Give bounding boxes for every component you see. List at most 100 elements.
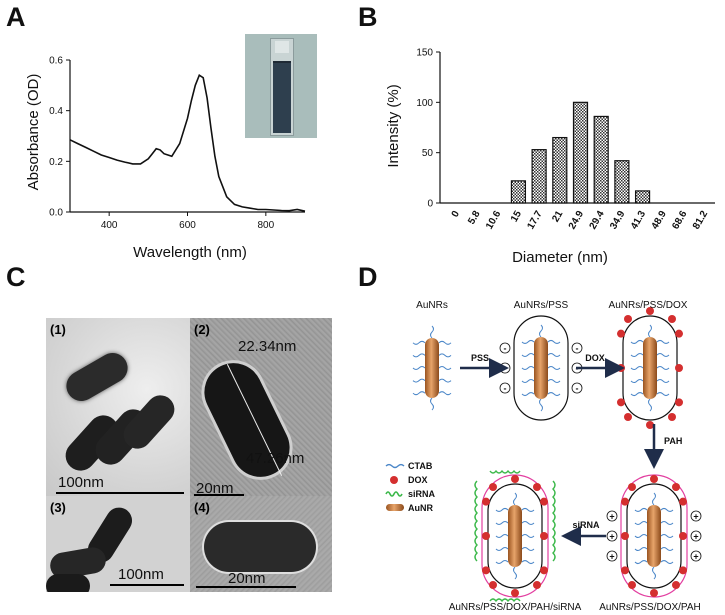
dox-molecule xyxy=(482,497,490,506)
ctab-chain xyxy=(495,520,509,525)
chartB-ytick-label: 50 xyxy=(422,148,434,159)
charge-marker xyxy=(690,530,702,542)
dox-molecule xyxy=(650,589,658,597)
charge-sign: + xyxy=(693,512,698,522)
ctab-chain xyxy=(521,392,535,397)
charge-sign: - xyxy=(504,364,507,374)
chartB-bar xyxy=(614,160,630,204)
gold-nanorod xyxy=(534,337,548,399)
dox-molecule xyxy=(628,483,636,491)
dox-molecule xyxy=(511,475,519,483)
tem-scale-bar-4 xyxy=(196,586,296,588)
dox-molecule xyxy=(628,581,636,589)
dox-molecule xyxy=(624,315,632,323)
dox-molecule xyxy=(540,532,548,540)
dox-molecule xyxy=(624,413,632,421)
ctab-chain xyxy=(521,520,535,525)
dox-molecule xyxy=(650,475,658,483)
cuvette-photo xyxy=(245,34,317,138)
ctab-chain xyxy=(648,398,652,412)
panel-letter-a: A xyxy=(6,2,26,32)
charge-sign: - xyxy=(504,384,507,394)
ctab-chain xyxy=(495,507,509,512)
chartB-xtick-label: 81.2 xyxy=(691,209,710,232)
dox-molecule xyxy=(540,497,548,506)
arrow-label-dox: DOX xyxy=(585,353,605,363)
dox-molecule xyxy=(668,315,676,323)
dox-molecule xyxy=(679,497,687,506)
dox-molecule xyxy=(621,497,629,506)
ctab-chain xyxy=(412,378,426,383)
panel-letter-c: C xyxy=(6,262,26,292)
polymer-shell xyxy=(626,483,682,589)
charge-sign: + xyxy=(609,552,614,562)
charge-marker xyxy=(571,342,583,354)
dox-molecule xyxy=(482,532,490,540)
tem-scale-bar-2 xyxy=(194,494,244,496)
panel-letter-b: B xyxy=(358,2,378,32)
dox-molecule xyxy=(675,398,683,407)
dox-molecule xyxy=(675,364,683,372)
chartA-ytick-label: 0.4 xyxy=(49,106,63,117)
stage-dox xyxy=(617,307,683,429)
ctab-chain xyxy=(630,379,644,384)
dox-molecule xyxy=(482,566,490,575)
aunr-legend-icon xyxy=(386,504,404,511)
ctab-chain xyxy=(630,352,644,357)
ctab-chain xyxy=(412,391,426,396)
ctab-chain xyxy=(521,366,535,370)
gold-nanorod xyxy=(647,505,661,567)
dox-molecule xyxy=(621,532,629,540)
ctab-chain xyxy=(547,366,561,370)
dox-molecule xyxy=(489,581,497,589)
ctab-chain xyxy=(521,379,535,384)
tem-image-1: (1) 100nm xyxy=(46,318,190,496)
stage-label-pss: AuNRs/PSS xyxy=(514,300,569,311)
dox-molecule xyxy=(621,566,629,575)
legend-aunr: AuNR xyxy=(408,503,433,513)
sirna-strand xyxy=(489,598,521,603)
dox-molecule xyxy=(617,398,625,407)
charge-marker xyxy=(690,550,702,562)
ctab-chain xyxy=(539,398,543,412)
arrow-label-pss: PSS xyxy=(471,353,489,363)
tem-width-label: 22.34nm xyxy=(238,338,297,355)
chartB-xtick-label: 48.9 xyxy=(650,209,669,232)
cuvette xyxy=(270,38,294,136)
ctab-legend-icon xyxy=(385,463,405,469)
charge-sign: - xyxy=(576,384,579,394)
charge-marker xyxy=(690,510,702,522)
gold-nanorod xyxy=(508,505,522,567)
dox-molecule xyxy=(646,307,654,315)
ctab-chain xyxy=(656,352,670,357)
chartB-xtick-label: 21 xyxy=(550,209,565,225)
ctab-chain xyxy=(656,339,670,344)
ctab-chain xyxy=(513,492,517,506)
dox-molecule xyxy=(672,581,680,589)
chartB-bar xyxy=(552,136,568,204)
tem-image-3: (3) 100nm xyxy=(46,496,190,592)
tem-scale-label-1: 100nm xyxy=(58,474,104,491)
chartB-xtick-label: 5.8 xyxy=(466,209,483,227)
charge-marker xyxy=(499,362,511,374)
ctab-chain xyxy=(660,520,674,525)
dox-molecule xyxy=(540,566,548,575)
ctab-chain xyxy=(438,340,452,345)
charge-marker xyxy=(606,550,618,562)
chartA-ytick-label: 0.6 xyxy=(49,56,63,67)
stage-pah: ++++++ xyxy=(606,474,702,598)
tem-scale-label-4: 20nm xyxy=(228,570,266,587)
stage-label-pah: AuNRs/PSS/DOX/PAH xyxy=(599,602,701,613)
tem-scale-label-3: 100nm xyxy=(118,566,164,583)
ctab-chain xyxy=(521,534,535,538)
chartB-ytick-label: 150 xyxy=(416,48,433,59)
ctab-chain xyxy=(513,566,517,580)
polymer-shell xyxy=(481,474,549,598)
ctab-chain xyxy=(438,391,452,396)
ctab-chain xyxy=(634,520,648,525)
chartA-xtick-label: 800 xyxy=(257,220,274,231)
polymer-shell xyxy=(622,315,678,421)
ctab-chain xyxy=(547,379,561,384)
ctab-chain xyxy=(656,379,670,384)
arrow-label-pah: PAH xyxy=(664,436,682,446)
